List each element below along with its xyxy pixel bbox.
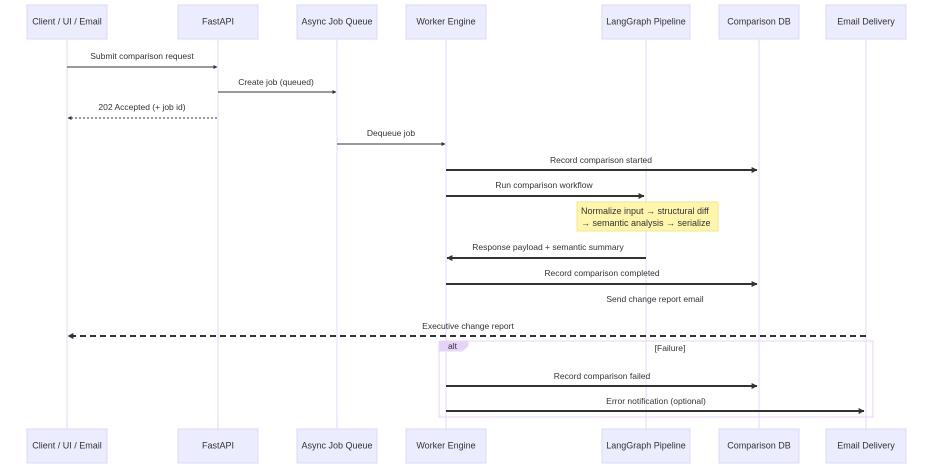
- actor-label: FastAPI: [202, 441, 234, 451]
- actor-label: Worker Engine: [416, 441, 475, 451]
- message-run-workflow: Run comparison workflow: [446, 180, 645, 199]
- alt-tag: [438, 340, 469, 352]
- message-202-accepted: 202 Accepted (+ job id): [67, 102, 217, 120]
- actor-db-top[interactable]: Comparison DB: [718, 4, 800, 40]
- message-executive-report: Executive change report: [67, 321, 866, 339]
- actor-langgraph-top[interactable]: LangGraph Pipeline: [601, 4, 691, 40]
- actor-email-top[interactable]: Email Delivery: [825, 4, 907, 40]
- alt-label: alt: [448, 341, 458, 351]
- message-record-completed: Record comparison completed: [446, 268, 758, 287]
- actor-label: LangGraph Pipeline: [606, 17, 686, 27]
- message-label: Response payload + semantic summary: [472, 242, 624, 252]
- actor-db-bottom[interactable]: Comparison DB: [718, 428, 800, 464]
- message-label: 202 Accepted (+ job id): [98, 102, 185, 112]
- actor-client-top[interactable]: Client / UI / Email: [26, 4, 108, 40]
- message-dequeue-job: Dequeue job: [337, 128, 446, 146]
- actor-label: Async Job Queue: [301, 17, 372, 27]
- actor-label: Comparison DB: [727, 441, 791, 451]
- actor-label: Client / UI / Email: [32, 441, 102, 451]
- actor-label: Client / UI / Email: [32, 17, 102, 27]
- message-record-failed: Record comparison failed: [446, 371, 758, 389]
- actor-label: FastAPI: [202, 17, 234, 27]
- message-create-job: Create job (queued): [218, 77, 337, 94]
- message-label: Executive change report: [422, 321, 514, 331]
- actor-worker-top[interactable]: Worker Engine: [405, 4, 487, 40]
- actor-fastapi-top[interactable]: FastAPI: [177, 4, 259, 40]
- actor-fastapi-bottom[interactable]: FastAPI: [177, 428, 259, 464]
- actor-label: Email Delivery: [837, 441, 895, 451]
- actor-client-bottom[interactable]: Client / UI / Email: [26, 428, 108, 464]
- message-label: Record comparison failed: [554, 371, 651, 381]
- send-report-label: Send change report email: [606, 294, 703, 304]
- actor-email-bottom[interactable]: Email Delivery: [825, 428, 907, 464]
- message-response-payload: Response payload + semantic summary: [446, 242, 646, 261]
- actor-label: Comparison DB: [727, 17, 791, 27]
- actor-label: LangGraph Pipeline: [606, 441, 686, 451]
- alt-block: alt [Failure]: [438, 340, 874, 418]
- alt-condition: [Failure]: [655, 343, 686, 353]
- actor-queue-top[interactable]: Async Job Queue: [296, 4, 378, 40]
- message-label: Dequeue job: [367, 128, 415, 138]
- message-error-notification: Error notification (optional): [446, 396, 865, 414]
- note-langgraph: Normalize input → structural diff → sema…: [576, 201, 719, 232]
- message-label: Submit comparison request: [90, 51, 194, 61]
- message-record-started: Record comparison started: [446, 155, 758, 173]
- actor-label: Worker Engine: [416, 17, 475, 27]
- message-label: Error notification (optional): [606, 396, 706, 406]
- actor-worker-bottom[interactable]: Worker Engine: [405, 428, 487, 464]
- message-label: Create job (queued): [238, 77, 314, 87]
- messages: Submit comparison request Create job (qu…: [67, 51, 866, 414]
- message-label: Run comparison workflow: [495, 180, 593, 190]
- note-line-1: Normalize input → structural diff: [581, 206, 709, 216]
- actors-bottom: Client / UI / Email FastAPI Async Job Qu…: [26, 428, 907, 464]
- actor-queue-bottom[interactable]: Async Job Queue: [296, 428, 378, 464]
- actor-langgraph-bottom[interactable]: LangGraph Pipeline: [601, 428, 691, 464]
- message-label: Record comparison started: [550, 155, 652, 165]
- actor-label: Email Delivery: [837, 17, 895, 27]
- lifelines: [66, 39, 867, 429]
- actor-label: Async Job Queue: [301, 441, 372, 451]
- message-label: Record comparison completed: [544, 268, 660, 278]
- actors-top: Client / UI / Email FastAPI Async Job Qu…: [26, 4, 907, 40]
- message-submit-request: Submit comparison request: [67, 51, 218, 69]
- note-box: [576, 201, 719, 232]
- alt-frame: [438, 340, 874, 418]
- note-line-2: → semantic analysis → serialize: [581, 218, 711, 228]
